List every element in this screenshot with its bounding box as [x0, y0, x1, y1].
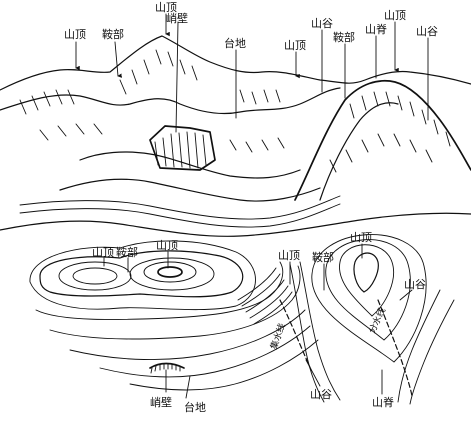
upper-callouts: 山顶 鞍部 山顶 峭壁 台地 山顶 山谷 鞍部 山脊 山顶 山谷	[64, 1, 438, 133]
upper-label-ridge: 山脊	[365, 22, 387, 36]
upper-label-summit-right: 山顶	[384, 9, 406, 22]
lower-label-valley-right: 山谷	[404, 278, 426, 291]
lower-label-cliff: 峭壁	[150, 395, 172, 409]
lower-label-summit-left: 山顶	[92, 246, 114, 259]
upper-label-summit-mid: 山顶	[284, 39, 306, 52]
lower-label-summit-center: 山顶	[156, 239, 178, 252]
lower-callouts: 山顶 鞍部 山顶 山顶 鞍部 山顶 山谷 峭壁 台地 山谷 山脊 集水线 分水线	[92, 231, 426, 414]
upper-label-saddle-left: 鞍部	[102, 27, 124, 41]
upper-label-valley-right: 山谷	[416, 25, 438, 38]
contour-map	[29, 234, 455, 405]
upper-label-summit-center: 山顶	[155, 1, 177, 14]
upper-label-valley: 山谷	[311, 17, 333, 30]
lower-label-plateau: 台地	[184, 400, 206, 414]
lower-label-saddle-right: 鞍部	[312, 250, 334, 264]
lower-label-saddle-left: 鞍部	[116, 245, 138, 259]
lower-label-ridge-bottom: 山脊	[372, 395, 394, 409]
lower-label-summit-right: 山顶	[350, 231, 372, 244]
upper-label-plateau: 台地	[224, 36, 246, 50]
lower-label-valley-bottom: 山谷	[310, 388, 332, 401]
lower-label-summit-mid: 山顶	[278, 249, 300, 262]
upper-label-saddle-right: 鞍部	[333, 30, 355, 44]
lower-label-valley-line: 集水线	[268, 322, 289, 351]
lower-label-ridge-line: 分水线	[366, 306, 388, 336]
landscape-sketch	[0, 35, 471, 237]
upper-label-cliff: 峭壁	[166, 11, 188, 25]
upper-label-summit-left: 山顶	[64, 28, 86, 41]
